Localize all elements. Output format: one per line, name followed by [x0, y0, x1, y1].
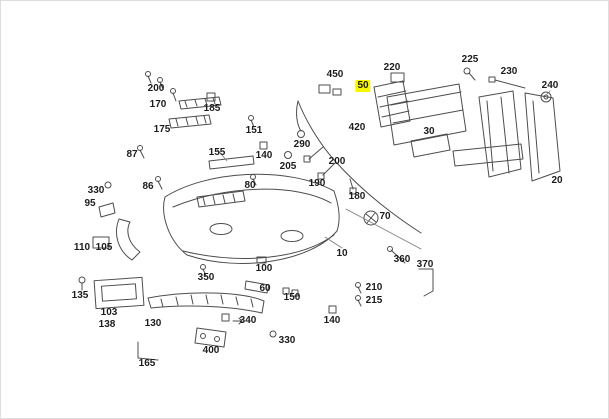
leader-lines: [216, 90, 551, 250]
part-label-350[interactable]: 350: [197, 272, 215, 283]
part-label-140a[interactable]: 140: [255, 150, 273, 161]
part-label-330b[interactable]: 330: [278, 335, 296, 346]
part-label-200a[interactable]: 200: [147, 83, 165, 94]
part-label-95[interactable]: 95: [84, 198, 96, 209]
part-label-105[interactable]: 105: [95, 242, 113, 253]
sensor-bracket-icons: [318, 84, 342, 96]
part-label-175[interactable]: 175: [153, 124, 171, 135]
part-label-190[interactable]: 190: [308, 178, 326, 189]
part-label-150[interactable]: 150: [283, 292, 301, 303]
part-label-230[interactable]: 230: [500, 66, 518, 77]
part-label-20[interactable]: 20: [551, 175, 563, 186]
part-label-30[interactable]: 30: [423, 126, 435, 137]
part-label-110[interactable]: 110: [73, 242, 91, 253]
part-label-420[interactable]: 420: [348, 122, 366, 133]
part-label-151[interactable]: 151: [245, 125, 263, 136]
part-label-215[interactable]: 215: [365, 295, 383, 306]
part-label-210[interactable]: 210: [365, 282, 383, 293]
part-label-138[interactable]: 138: [98, 319, 116, 330]
top-right-fastener-icons: [390, 67, 552, 103]
part-label-200b[interactable]: 200: [328, 156, 346, 167]
screw-icons-top-left: [145, 71, 177, 102]
part-label-100[interactable]: 100: [255, 263, 273, 274]
license-plate-bracket-art: [93, 276, 145, 310]
part-label-103[interactable]: 103: [100, 307, 118, 318]
part-label-135[interactable]: 135: [71, 290, 89, 301]
part-label-450[interactable]: 450: [326, 69, 344, 80]
part-label-86[interactable]: 86: [142, 181, 154, 192]
part-label-370[interactable]: 370: [416, 259, 434, 270]
trim-strip-icons: [168, 92, 222, 129]
center-fastener-icons: [208, 115, 292, 186]
part-label-60[interactable]: 60: [259, 283, 271, 294]
part-label-180[interactable]: 180: [348, 191, 366, 202]
part-label-170[interactable]: 170: [149, 99, 167, 110]
part-label-10[interactable]: 10: [336, 248, 348, 259]
bumper-cover-art: [163, 173, 340, 264]
part-label-185[interactable]: 185: [203, 103, 221, 114]
front-spoiler-art: [147, 292, 265, 314]
part-label-130[interactable]: 130: [144, 318, 162, 329]
part-label-155[interactable]: 155: [208, 147, 226, 158]
part-label-50[interactable]: 50: [355, 80, 371, 92]
part-label-360[interactable]: 360: [393, 254, 411, 265]
part-label-400[interactable]: 400: [202, 345, 220, 356]
part-label-225[interactable]: 225: [461, 54, 479, 65]
part-label-330a[interactable]: 330: [87, 185, 105, 196]
left-bracket-icons: [78, 145, 163, 361]
lower-crossmember-art: [452, 143, 524, 167]
part-label-165[interactable]: 165: [138, 358, 156, 369]
part-label-70[interactable]: 70: [379, 211, 391, 222]
part-label-220[interactable]: 220: [383, 62, 401, 73]
bumper-reinforcement-art: [386, 83, 467, 158]
part-label-205[interactable]: 205: [279, 161, 297, 172]
bottom-fastener-icons: [194, 246, 434, 348]
part-label-87[interactable]: 87: [126, 149, 138, 160]
part-label-80[interactable]: 80: [244, 180, 256, 191]
part-label-340[interactable]: 340: [239, 315, 257, 326]
part-label-240[interactable]: 240: [541, 80, 559, 91]
part-label-140b[interactable]: 140: [323, 315, 341, 326]
part-label-290[interactable]: 290: [293, 139, 311, 150]
